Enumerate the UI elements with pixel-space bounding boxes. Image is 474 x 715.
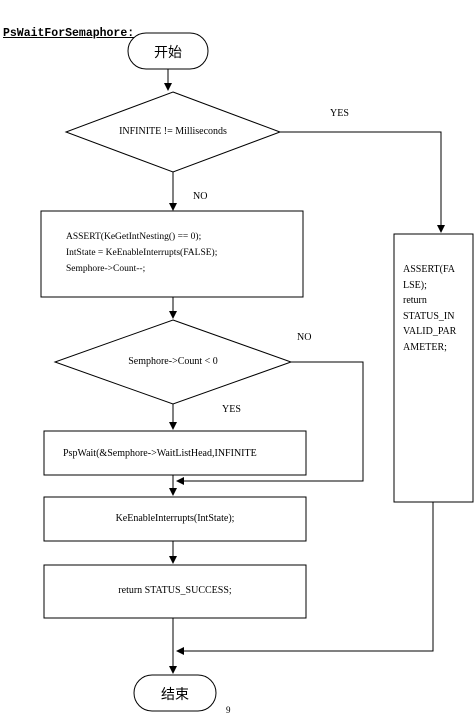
process3-text: KeEnableInterrupts(IntState); xyxy=(115,513,235,524)
process1-line: IntState = KeEnableInterrupts(FALSE); xyxy=(66,248,218,258)
process1-line: ASSERT(KeGetIntNesting() == 0); xyxy=(66,232,202,242)
arrow-yes-to-side-process xyxy=(280,131,445,233)
side-process-line: AMETER; xyxy=(403,341,447,353)
arrow-no-bypass xyxy=(176,361,364,485)
process-enable-interrupts xyxy=(43,496,307,542)
side-process-line: STATUS_IN xyxy=(403,310,455,322)
process-assert-block xyxy=(40,210,304,298)
decision1-yes-label: YES xyxy=(330,108,349,119)
side-process-lines: ASSERT(FA LSE); return STATUS_IN VALID_P… xyxy=(403,262,456,355)
arrow-side-to-end xyxy=(176,502,434,655)
process4-text: return STATUS_SUCCESS; xyxy=(118,585,232,596)
end-terminal xyxy=(133,674,217,712)
diagram-title: PsWaitForSemaphore: xyxy=(3,27,135,40)
page-number: 9 xyxy=(226,705,231,715)
side-process-line: LSE); xyxy=(403,279,427,291)
process-pspwait xyxy=(43,430,307,476)
process-return-success xyxy=(43,564,307,619)
side-process-line: VALID_PAR xyxy=(403,326,457,337)
side-process-line: ASSERT(FA xyxy=(403,264,456,275)
end-label: 结束 xyxy=(161,687,189,703)
decision1-no-label: NO xyxy=(193,191,208,202)
decision2-yes-label: YES xyxy=(222,404,241,415)
process1-line: Semphore->Count--; xyxy=(66,264,146,274)
decision2-text: Semphore->Count < 0 xyxy=(128,356,218,367)
process2-text: PspWait(&Semphore->WaitListHead,INFINITE xyxy=(63,448,257,459)
start-label: 开始 xyxy=(154,45,182,61)
side-process-line: return xyxy=(403,295,427,306)
process1-lines: ASSERT(KeGetIntNesting() == 0); IntState… xyxy=(66,229,217,277)
decision1-text: INFINITE != Milliseconds xyxy=(119,126,227,137)
decision2-no-label: NO xyxy=(297,332,312,343)
